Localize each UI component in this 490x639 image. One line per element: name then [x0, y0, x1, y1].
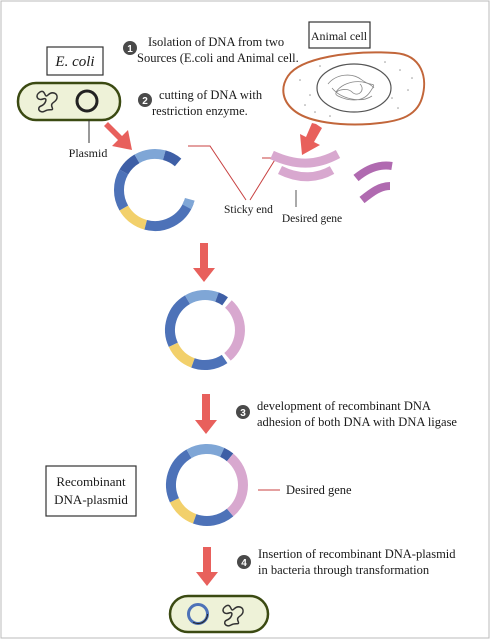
plasmid-segment-yellow: [169, 497, 197, 524]
step-1: 1 Isolation of DNA from two Sources (E.c…: [123, 35, 299, 65]
desired-gene-label-1: Desired gene: [282, 213, 342, 225]
desired-gene-fragment: [270, 149, 341, 182]
ecoli-label-box: E. coli: [46, 46, 104, 76]
leftover-dna-fragments: [353, 161, 393, 204]
plasmid-segment-blue-2: [192, 508, 234, 526]
plasmid-segment-dark-blue: [219, 447, 234, 462]
nucleus: [316, 63, 392, 113]
plasmid-segment-light-blue: [186, 444, 225, 459]
step-3-number: 3: [240, 408, 246, 419]
recombinant-label-box: Recombinant DNA-plasmid: [45, 465, 137, 517]
step-2: 2 cutting of DNA with restriction enzyme…: [138, 88, 263, 118]
step-4: 4 Insertion of recombinant DNA-plasmid i…: [237, 547, 456, 577]
step-1-line-2: Sources (E.coli and Animal cell.: [137, 51, 299, 65]
plasmid-segment-blue: [165, 295, 191, 347]
plasmid-label: Plasmid: [69, 146, 108, 160]
plasmid-segment-dark-blue: [119, 154, 140, 175]
arrow-cell-to-gene: [300, 123, 322, 155]
arrow-down-1: [193, 243, 215, 282]
animal-cell: [282, 51, 426, 126]
arrow-down-2: [195, 394, 217, 434]
recombinant-plasmid: [166, 444, 248, 526]
step-4-line-2: in bacteria through transformation: [258, 563, 430, 577]
arrow-ecoli-to-plasmid: [104, 122, 132, 150]
step-2-line-1: cutting of DNA with: [159, 88, 263, 102]
step-3: 3 development of recombinant DNA adhesio…: [236, 399, 457, 429]
step-2-line-2: restriction enzyme.: [152, 104, 248, 118]
inserted-gene-segment: [226, 453, 248, 517]
step-4-number: 4: [241, 558, 247, 569]
inserted-gene-segment: [224, 300, 245, 361]
chromatin: [327, 74, 375, 101]
ecoli-label: E. coli: [54, 54, 94, 70]
step-1-line-1: Isolation of DNA from two: [148, 35, 284, 49]
transformed-bacterium: [168, 594, 270, 634]
plasmid-segment-light-blue: [184, 290, 219, 305]
ecoli-bacterium: [16, 81, 122, 122]
plasmid-sticky-end-top: [162, 150, 182, 167]
plasmid-segment-yellow: [119, 205, 148, 230]
plasmid-sticky-end-bottom: [182, 197, 195, 210]
plasmid-segment-light-blue: [134, 148, 166, 164]
step-3-line-1: development of recombinant DNA: [257, 399, 431, 413]
step-4-line-1: Insertion of recombinant DNA-plasmid: [258, 547, 456, 561]
plasmid-segment-dark-blue: [215, 292, 228, 306]
sticky-end-pointers: [188, 145, 277, 201]
plasmid-segment-yellow: [168, 342, 195, 368]
plasmid-segment-blue-2: [144, 200, 194, 232]
plasmid-icon: [75, 89, 99, 113]
plasmid-segment-blue: [113, 169, 129, 211]
recombinant-label-line-1: Recombinant: [56, 474, 126, 489]
plasmid-with-gene: [165, 290, 245, 370]
animal-cell-label-box: Animal cell: [308, 21, 371, 49]
sticky-end-label: Sticky end: [224, 204, 273, 216]
recombinant-label-line-2: DNA-plasmid: [54, 492, 128, 507]
cut-plasmid: [113, 148, 195, 232]
arrow-down-3: [196, 547, 218, 586]
bacterial-dna-squiggle-2: [222, 604, 244, 627]
step-1-number: 1: [127, 44, 133, 55]
plasmid-segment-blue: [166, 449, 192, 503]
animal-cell-label: Animal cell: [311, 29, 368, 43]
desired-gene-label-2: Desired gene: [286, 483, 352, 497]
plasmid-segment-blue-2: [191, 354, 228, 370]
bacterial-dna-squiggle: [36, 90, 58, 113]
step-3-line-2: adhesion of both DNA with DNA ligase: [257, 415, 457, 429]
step-2-number: 2: [142, 96, 148, 107]
